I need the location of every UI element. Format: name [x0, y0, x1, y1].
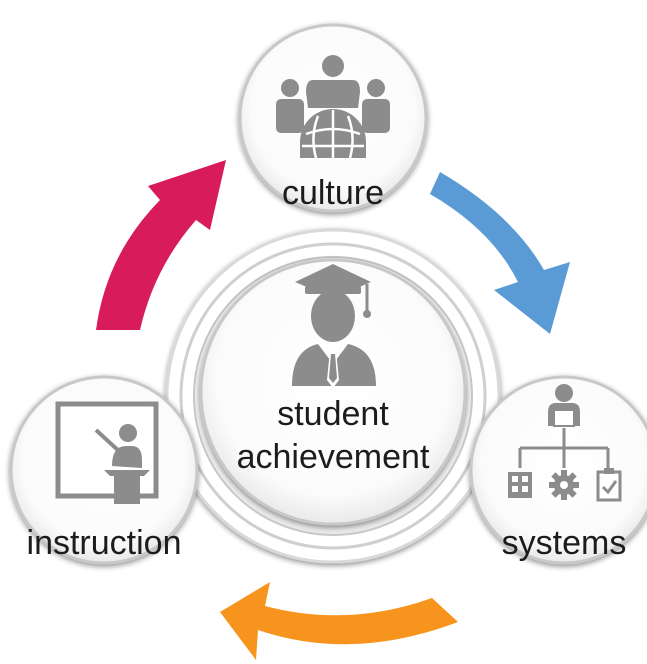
instruction-node: instruction: [9, 375, 199, 565]
culture-label: culture: [282, 174, 384, 212]
center-node: student achievement: [199, 258, 467, 526]
culture-node: culture: [238, 23, 428, 213]
instruction-to-culture-arrow: [96, 160, 226, 330]
center-title-line2: achievement: [237, 438, 430, 476]
graduate-icon: [292, 264, 376, 388]
team-globe-icon: [276, 55, 390, 159]
checklist-icon: [596, 468, 622, 502]
instruction-label: instruction: [27, 524, 182, 562]
culture-to-systems-arrow: [430, 172, 570, 334]
building-icon: [508, 472, 532, 498]
systems-to-instruction-arrow: [220, 582, 458, 660]
systems-node: systems: [469, 375, 647, 565]
systems-label: systems: [502, 524, 627, 562]
teacher-board-icon: [55, 401, 159, 504]
gear-icon: [549, 470, 579, 500]
org-chart-icon: [508, 384, 622, 502]
center-title-line1: student: [277, 395, 389, 433]
